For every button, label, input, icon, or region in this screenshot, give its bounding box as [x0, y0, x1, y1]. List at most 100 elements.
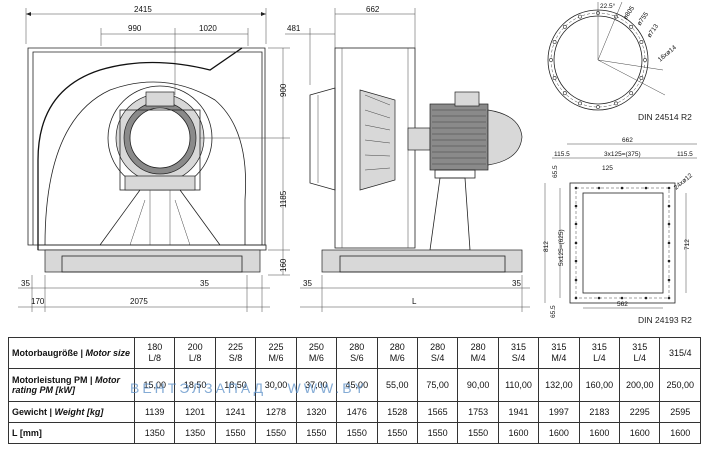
dim-outlet-spacing: 3x125=(375): [604, 151, 641, 158]
table-cell: 1476: [336, 401, 378, 423]
cell-line: 280: [470, 342, 486, 352]
dim-side-offset-right: 35: [512, 279, 521, 288]
dim-outlet-bottom: 65.5: [550, 305, 557, 318]
cell-line: 315: [551, 342, 567, 352]
table-row: Motorleistung PM | Motor rating PM [kW]1…: [8, 368, 701, 402]
table-cell: 2183: [578, 401, 621, 423]
table-cell: 18,50: [214, 368, 257, 402]
table-cell: 1320: [295, 401, 338, 423]
dim-left-edge: 170: [31, 297, 45, 306]
row-label: Motorbaugröße | Motor size: [8, 337, 135, 369]
cell-line: M/6: [308, 353, 324, 363]
table-cell: 1550: [214, 422, 257, 444]
dim-left-offset: 35: [21, 279, 30, 288]
cell-line: 315/4: [668, 347, 692, 358]
dim-outlet-holes: 24xø12: [673, 172, 694, 192]
table-cell: 1550: [255, 422, 297, 444]
table-cell: 200,00: [619, 368, 661, 402]
cell-line: 225: [228, 342, 244, 352]
table-cell: 1600: [538, 422, 580, 444]
dim-outlet-pitch: 125: [602, 165, 613, 172]
table-cell: 75,00: [416, 368, 459, 402]
table-cell: 30,00: [255, 368, 297, 402]
dim-flange-d2: ø755: [636, 11, 650, 27]
table-cell: 90,00: [457, 368, 499, 402]
dim-base-height: 160: [279, 258, 288, 272]
row-label: Gewicht | Weight [kg]: [8, 401, 135, 423]
cell-line: L/4: [633, 353, 647, 363]
cell-line: S/4: [430, 353, 445, 363]
cell-line: S/6: [350, 353, 364, 363]
table-cell: 2295: [619, 401, 661, 423]
table-cell: 1528: [376, 401, 418, 423]
table-cell: 1278: [255, 401, 297, 423]
cell-line: 315: [591, 342, 607, 352]
dim-outlet-vert-spacing: 5x125=(625): [558, 229, 565, 266]
table-cell: 1139: [133, 401, 176, 423]
dim-length-label: L: [412, 297, 417, 306]
cell-line: M/4: [551, 353, 567, 363]
dim-side-offset-left: 35: [303, 279, 312, 288]
dim-height-top: 900: [279, 83, 288, 97]
row-label-de: Gewicht |: [12, 407, 53, 417]
dim-outlet-inner-height: 712: [684, 239, 691, 250]
table-cell: 1550: [416, 422, 459, 444]
cell-line: M/6: [389, 353, 405, 363]
row-label-en: Weight [kg]: [54, 407, 104, 417]
dim-outlet-left: 115.5: [554, 151, 570, 158]
table-cell: 1600: [497, 422, 540, 444]
cell-line: 280: [389, 342, 405, 352]
dim-depth: 662: [366, 5, 380, 14]
table-cell: 55,00: [376, 368, 418, 402]
table-cell: 132,00: [538, 368, 580, 402]
cell-line: 200: [187, 342, 203, 352]
table-cell: 1350: [133, 422, 176, 444]
table-cell: 1600: [619, 422, 661, 444]
dim-outlet-height: 812: [543, 241, 550, 252]
row-label-de: L [mm]: [12, 428, 42, 438]
cell-line: 315: [632, 342, 648, 352]
table-cell: 1550: [457, 422, 499, 444]
table-cell: 1350: [174, 422, 216, 444]
cell-line: L/8: [148, 353, 161, 363]
outlet-flange: 662 115.5 3x125=(375) 115.5 125 65.5 24x…: [543, 137, 697, 325]
table-cell: 1201: [174, 401, 216, 423]
dim-outlet-width: 662: [622, 137, 633, 144]
table-cell: 110,00: [497, 368, 540, 402]
dim-total-width: 2415: [134, 5, 152, 14]
front-view: 2415 990 1020 900: [18, 5, 290, 312]
table-cell: 1550: [295, 422, 338, 444]
table-cell: 250,00: [659, 368, 701, 402]
table-cell: 1550: [336, 422, 378, 444]
technical-drawing: 2415 990 1020 900: [18, 1, 697, 325]
table-cell: 1753: [457, 401, 499, 423]
cell-line: 250: [308, 342, 324, 352]
table-cell: 1997: [538, 401, 580, 423]
cell-line: S/8: [228, 353, 243, 363]
row-label-en: Motor size: [85, 348, 131, 358]
cell-line: 225: [268, 342, 284, 352]
dim-height-main: 1185: [279, 190, 288, 208]
table-cell: 1565: [416, 401, 459, 423]
table-cell: 1600: [659, 422, 701, 444]
cell-line: 315: [510, 342, 527, 352]
dim-flange-d3: ø713: [646, 23, 660, 39]
table-cell: 315/4: [659, 337, 701, 369]
row-label-de: Motorleistung PM |: [12, 375, 93, 385]
inlet-flange: 22.5° ø805 ø755 ø713 16xø14 DIN 24514 R2: [547, 1, 692, 122]
dim-inlet: 481: [287, 24, 301, 33]
cell-line: M/6: [268, 353, 284, 363]
table-cell: 1550: [376, 422, 418, 444]
outlet-flange-standard: DIN 24193 R2: [638, 315, 692, 325]
